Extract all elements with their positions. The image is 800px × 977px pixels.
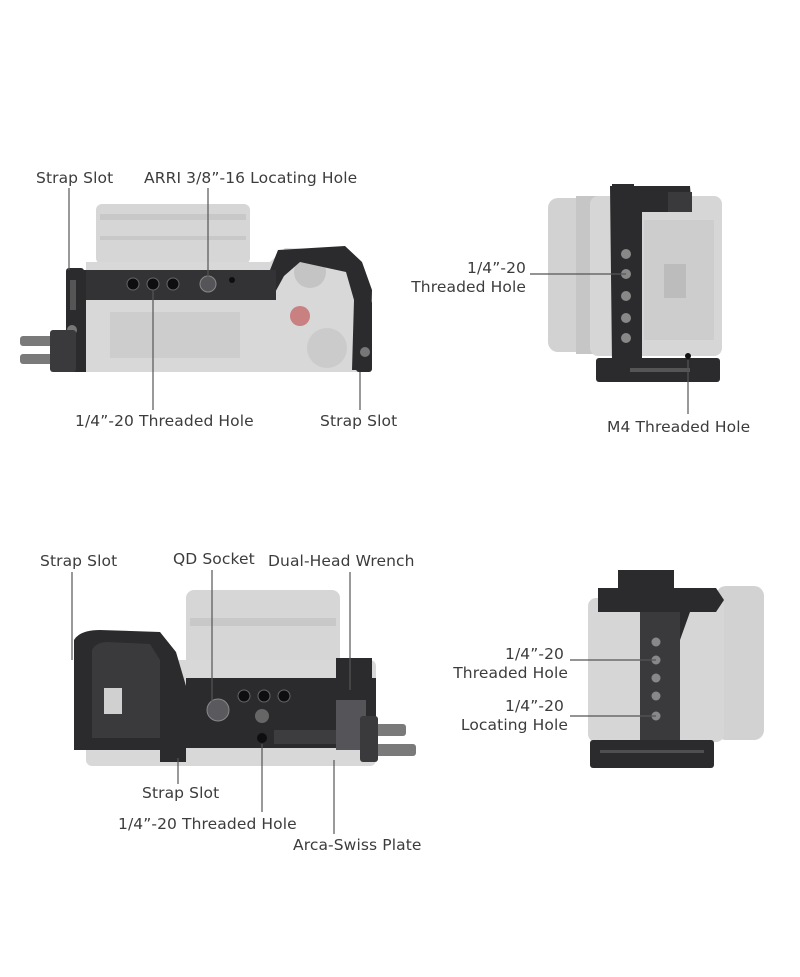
top-view-lens-ghost xyxy=(96,204,250,264)
label-right-m4-hole: M4 Threaded Hole xyxy=(607,418,751,436)
right-side-view xyxy=(530,184,722,414)
top-view-threaded-hole-1 xyxy=(126,277,140,291)
top-view-rod-1 xyxy=(20,336,56,346)
label-left-threaded-hole-line2: Threaded Hole xyxy=(453,664,568,682)
label-bottom-threaded-hole: 1/4”-20 Threaded Hole xyxy=(118,815,297,833)
label-left-locating-hole-line1: 1/4”-20 xyxy=(505,697,564,715)
top-view-threaded-hole-3 xyxy=(166,277,180,291)
left-view-base xyxy=(590,740,714,768)
label-bottom-qd-socket: QD Socket xyxy=(173,550,255,568)
bottom-view xyxy=(71,570,416,834)
label-right-threaded-hole-line2: Threaded Hole xyxy=(411,278,526,296)
right-view-m4-hole xyxy=(685,353,691,359)
top-view-rod-2 xyxy=(20,354,56,364)
right-view-hole-4 xyxy=(621,313,631,323)
label-bottom-wrench: Dual-Head Wrench xyxy=(268,552,415,570)
label-top-threaded-hole: 1/4”-20 Threaded Hole xyxy=(75,412,254,430)
bottom-view-wrench xyxy=(274,730,344,744)
top-view-threaded-hole-2 xyxy=(146,277,160,291)
label-bottom-strap-slot-top: Strap Slot xyxy=(40,552,118,570)
top-view-arri-hole xyxy=(199,275,217,293)
top-view-strap-slot-right xyxy=(356,300,372,372)
right-view-hole-3 xyxy=(621,291,631,301)
bottom-view-qd-socket xyxy=(206,698,230,722)
label-top-arri-hole: ARRI 3/8”-16 Locating Hole xyxy=(144,169,358,187)
label-bottom-strap-slot-bottom: Strap Slot xyxy=(142,784,220,802)
right-view-hole-1 xyxy=(621,249,631,259)
label-top-strap-slot-left: Strap Slot xyxy=(36,169,114,187)
label-bottom-arca-plate: Arca-Swiss Plate xyxy=(293,836,422,854)
label-left-threaded-hole-line1: 1/4”-20 xyxy=(505,645,564,663)
left-side-view xyxy=(570,570,764,768)
bottom-view-threaded-hole xyxy=(257,733,267,743)
top-view xyxy=(20,188,372,410)
label-top-strap-slot-right: Strap Slot xyxy=(320,412,398,430)
left-view-lens-ghost xyxy=(716,586,764,740)
top-view-record-button xyxy=(290,306,310,326)
label-left-locating-hole-line2: Locating Hole xyxy=(460,716,568,734)
bottom-view-lens-ghost xyxy=(186,590,340,668)
label-right-threaded-hole-line1: 1/4”-20 xyxy=(467,259,526,277)
